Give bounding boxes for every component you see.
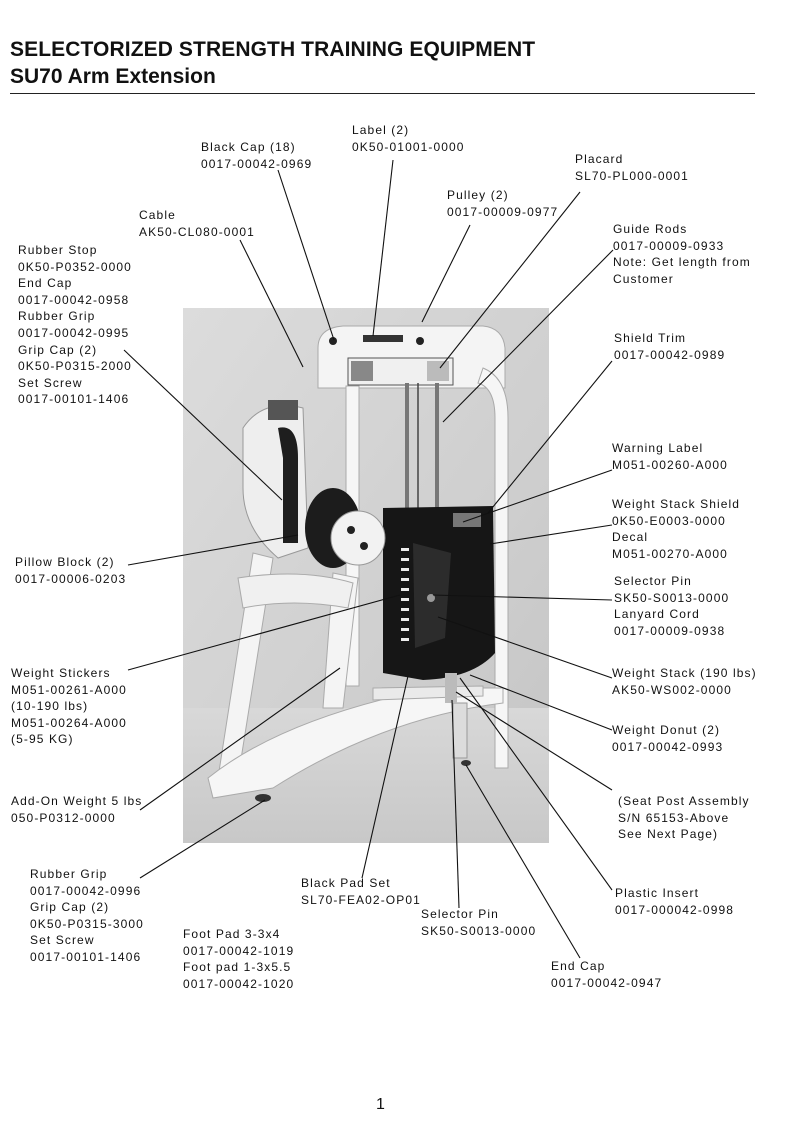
product-subtitle: SU70 Arm Extension xyxy=(10,65,216,88)
callout-black-cap: Black Cap (18)0017-00042-0969 xyxy=(201,140,313,171)
document-title: SELECTORIZED STRENGTH TRAINING EQUIPMENT xyxy=(10,38,536,61)
callout-label: Label (2)0K50-01001-0000 xyxy=(352,123,465,154)
callout-pulley: Pulley (2)0017-00009-0977 xyxy=(447,188,559,219)
equipment-photo xyxy=(183,308,549,843)
callout-weight-stack: Weight Stack (190 lbs)AK50-WS002-0000 xyxy=(612,666,757,697)
title-rule xyxy=(10,93,755,94)
callout-pillow-block: Pillow Block (2)0017-00006-0203 xyxy=(15,555,127,586)
page-number: 1 xyxy=(376,1096,385,1113)
callout-weight-donut: Weight Donut (2)0017-00042-0993 xyxy=(612,723,724,754)
